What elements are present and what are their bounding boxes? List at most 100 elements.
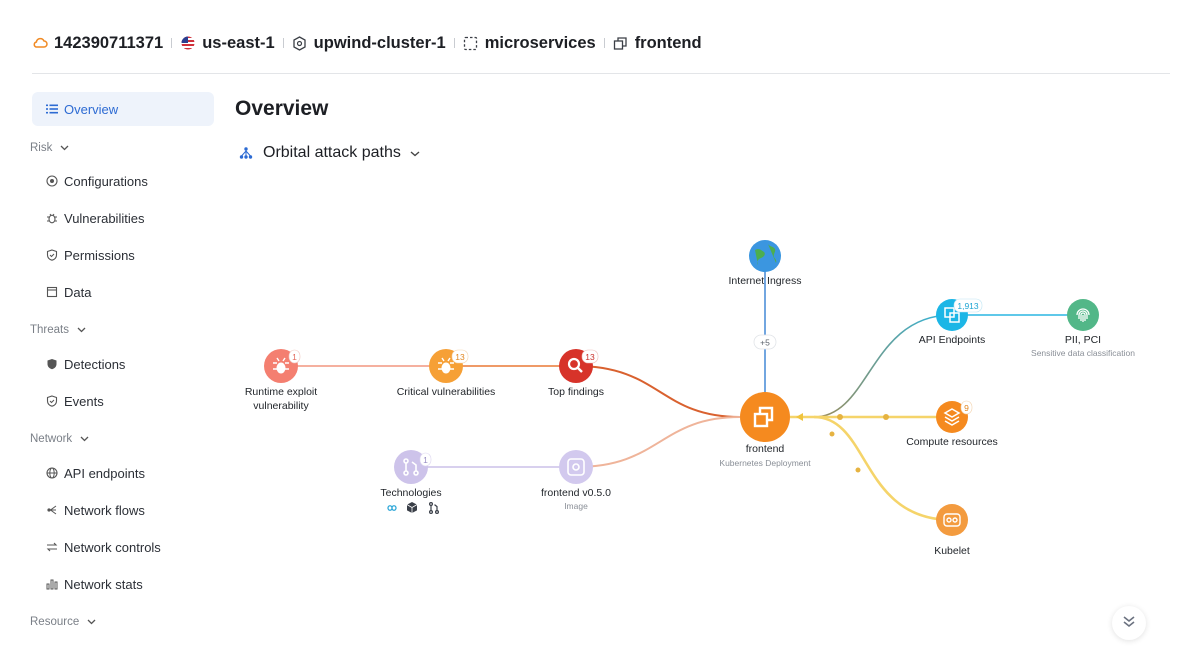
node-frontend-label: frontend [745, 443, 785, 455]
sidebar-item-permissions[interactable]: Permissions [46, 245, 135, 265]
edge-marker [837, 414, 843, 420]
sidebar-item-label: Network flows [64, 502, 145, 518]
breadcrumb-region-label: us-east-1 [202, 33, 275, 52]
sidebar-item-data[interactable]: Data [46, 282, 91, 302]
breadcrumb-account[interactable]: 142390711371 [32, 34, 163, 53]
node-api-label: API Endpoints [918, 334, 986, 346]
chevron-down-icon [87, 616, 96, 628]
sidebar-section-label: Network [30, 433, 73, 445]
edge-frontend-api [813, 314, 953, 418]
sidebar-item-network-controls[interactable]: Network controls [46, 537, 161, 557]
badge-findings: 13 [581, 349, 599, 364]
sidebar-section-threats[interactable]: Threats [30, 324, 86, 336]
edge-frontend-kubelet [813, 415, 953, 522]
breadcrumb-cluster[interactable]: upwind-cluster-1 [292, 34, 446, 53]
sidebar-item-events[interactable]: Events [46, 391, 104, 411]
graph-selector[interactable]: Orbital attack paths [238, 144, 420, 162]
badge-findings-text: 13 [585, 352, 595, 362]
sidebar-item-configurations[interactable]: Configurations [46, 171, 148, 191]
sidebar-section-label: Risk [30, 142, 53, 154]
globe-icon [755, 244, 777, 265]
shield-check-icon [46, 249, 58, 261]
us-flag-icon [180, 35, 196, 51]
badge-compute-text: 9 [964, 403, 969, 413]
breadcrumb-namespace-label: microservices [484, 33, 596, 52]
config-icon [46, 175, 58, 187]
deployment-icon [613, 35, 629, 51]
sidebar-item-overview-label: Overview [64, 101, 119, 117]
data-icon [46, 286, 58, 298]
node-findings-label: Top findings [547, 386, 605, 398]
sidebar-item-label: API endpoints [64, 465, 145, 481]
sidebar-item-network-stats[interactable]: Network stats [46, 574, 143, 594]
badge-technologies-text: 1 [423, 455, 428, 465]
bug-icon [46, 212, 58, 224]
fingerprint-icon [1076, 308, 1090, 322]
breadcrumb-account-label: 142390711371 [54, 33, 164, 52]
arrows-icon [46, 541, 58, 553]
badge-ingress-text: +5 [760, 338, 770, 348]
sidebar-item-label: Vulnerabilities [64, 210, 145, 226]
edge-marker [829, 431, 835, 437]
node-pii-pci [1067, 299, 1099, 331]
deployment-icon [753, 406, 774, 428]
shield-icon [46, 358, 58, 370]
badge-runtime: 1 [288, 349, 301, 364]
arrow-icon [796, 413, 803, 421]
badge-technologies: 1 [419, 452, 432, 467]
breadcrumb-separator [282, 38, 284, 48]
badge-api: 1,913 [953, 298, 983, 313]
node-image-sub: Image [564, 501, 588, 511]
sidebar-item-network-flows[interactable]: Network flows [46, 500, 145, 520]
sidebar-section-label: Resource [30, 616, 80, 628]
sidebar-item-detections[interactable]: Detections [46, 354, 125, 374]
node-image-label: frontend v0.5.0 [540, 487, 612, 499]
node-compute-resources [936, 401, 968, 433]
double-chevron-down-icon [1122, 614, 1136, 633]
namespace-icon [463, 35, 479, 51]
chevron-down-icon [410, 144, 420, 162]
node-pii-label: PII, PCI [1064, 334, 1102, 346]
sidebar-item-label: Detections [64, 356, 126, 372]
page-title: Overview [235, 97, 329, 120]
list-icon [46, 103, 58, 115]
edge-marker [883, 414, 889, 420]
breadcrumb-region[interactable]: us-east-1 [180, 33, 275, 53]
node-critical-label: Critical vulnerabilities [396, 386, 496, 398]
sidebar-item-vulnerabilities[interactable]: Vulnerabilities [46, 208, 144, 228]
scroll-down-button[interactable] [1112, 606, 1146, 640]
kubelet-icon [943, 513, 961, 527]
breadcrumb-workload[interactable]: frontend [613, 34, 702, 53]
breadcrumb-cluster-label: upwind-cluster-1 [313, 33, 446, 52]
api-icon [944, 307, 960, 323]
node-runtime-label-1: Runtime exploit [244, 386, 318, 398]
node-compute-label: Compute resources [906, 436, 998, 448]
node-image [559, 450, 593, 484]
sidebar-section-resource[interactable]: Resource [30, 616, 96, 628]
sidebar-item-label: Network controls [64, 539, 161, 555]
sidebar-section-risk[interactable]: Risk [30, 142, 69, 154]
magnifier-icon [567, 357, 583, 373]
node-kubelet-label: Kubelet [934, 545, 970, 557]
edge-image-frontend [575, 416, 741, 468]
chevron-down-icon [77, 324, 86, 336]
cube-icon [406, 502, 418, 513]
breadcrumb-namespace[interactable]: microservices [463, 34, 596, 53]
sidebar-item-label: Permissions [64, 247, 135, 263]
badge-critical: 13 [451, 349, 469, 364]
shield-check-icon [46, 395, 58, 407]
bug-icon [438, 357, 454, 374]
sidebar-item-overview[interactable] [32, 92, 214, 126]
edge-findings-frontend [575, 365, 741, 418]
globe-icon [46, 467, 58, 479]
breadcrumb-workload-label: frontend [634, 33, 702, 52]
sidebar-item-overview-content[interactable]: Overview [46, 99, 118, 119]
node-pii-sub: Sensitive data classification [1031, 348, 1135, 358]
breadcrumb-separator [171, 38, 173, 48]
sidebar-item-label: Events [64, 393, 104, 409]
badge-runtime-text: 1 [292, 352, 297, 362]
sidebar-section-network[interactable]: Network [30, 433, 89, 445]
node-technologies-label: Technologies [380, 487, 442, 499]
node-frontend [740, 392, 790, 442]
sidebar-item-api-endpoints[interactable]: API endpoints [46, 463, 145, 483]
